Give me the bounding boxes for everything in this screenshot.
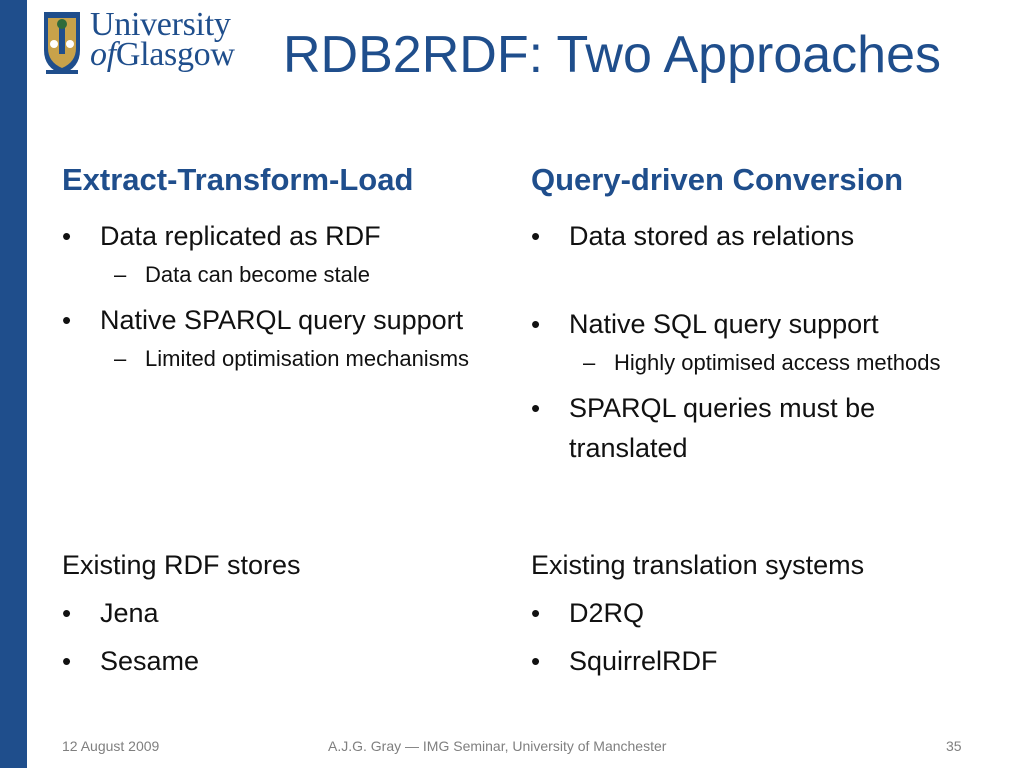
right-bullet: SPARQL queries must be translated: [531, 388, 981, 468]
wordmark-glasgow: Glasgow: [115, 36, 235, 73]
right-systems-heading: Existing translation systems: [531, 550, 865, 580]
left-systems-block: Existing RDF stores Jena Sesame: [62, 545, 512, 689]
left-sub-list: Limited optimisation mechanisms: [100, 342, 512, 376]
left-systems-heading: Existing RDF stores: [62, 550, 301, 580]
left-systems-list: Jena Sesame: [62, 593, 512, 681]
left-sub-list: Data can become stale: [100, 258, 512, 292]
right-sub-list: Highly optimised access methods: [569, 346, 981, 380]
right-column: Query-driven Conversion Data stored as r…: [531, 158, 981, 476]
left-column-heading: Extract-Transform-Load: [62, 162, 414, 197]
footer-date: 12 August 2009: [62, 738, 160, 754]
right-system-item: SquirrelRDF: [531, 641, 981, 681]
footer-presenter: A.J.G. Gray — IMG Seminar, University of…: [328, 738, 667, 754]
left-accent-bar: [0, 0, 27, 768]
left-system-item: Jena: [62, 593, 512, 633]
right-systems-list: D2RQ SquirrelRDF: [531, 593, 981, 681]
left-bullet: Data replicated as RDF Data can become s…: [62, 216, 512, 292]
right-column-heading: Query-driven Conversion: [531, 162, 904, 197]
left-bullet-text: Data replicated as RDF: [100, 221, 381, 251]
left-system-item: Sesame: [62, 641, 512, 681]
wordmark-line1: University: [90, 6, 231, 43]
right-bullet-text: Data stored as relations: [569, 221, 855, 251]
right-sub-bullet: Highly optimised access methods: [569, 346, 981, 380]
left-bullet-list: Data replicated as RDF Data can become s…: [62, 216, 512, 376]
left-bullet-text: Native SPARQL query support: [100, 305, 464, 335]
right-bullet: Native SQL query support Highly optimise…: [531, 304, 981, 380]
right-bullet: Data stored as relations: [531, 216, 981, 296]
wordmark-of: of: [90, 36, 116, 73]
right-bullet-text: SPARQL queries must be translated: [569, 393, 876, 463]
left-sub-bullet: Data can become stale: [100, 258, 512, 292]
wordmark-line2: ofGlasgow: [90, 38, 235, 72]
left-column: Extract-Transform-Load Data replicated a…: [62, 158, 512, 384]
university-crest-icon: [44, 12, 80, 74]
footer-page-number: 35: [946, 738, 962, 754]
slide-title: RDB2RDF: Two Approaches: [283, 26, 941, 84]
right-system-item: D2RQ: [531, 593, 981, 633]
left-bullet: Native SPARQL query support Limited opti…: [62, 300, 512, 376]
right-systems-block: Existing translation systems D2RQ Squirr…: [531, 545, 981, 689]
right-bullet-list: Data stored as relations Native SQL quer…: [531, 216, 981, 468]
university-wordmark: University ofGlasgow: [90, 6, 235, 72]
bullet-spacer: [569, 256, 981, 296]
right-bullet-text: Native SQL query support: [569, 309, 879, 339]
university-logo: University ofGlasgow: [42, 6, 252, 80]
left-sub-bullet: Limited optimisation mechanisms: [100, 342, 512, 376]
